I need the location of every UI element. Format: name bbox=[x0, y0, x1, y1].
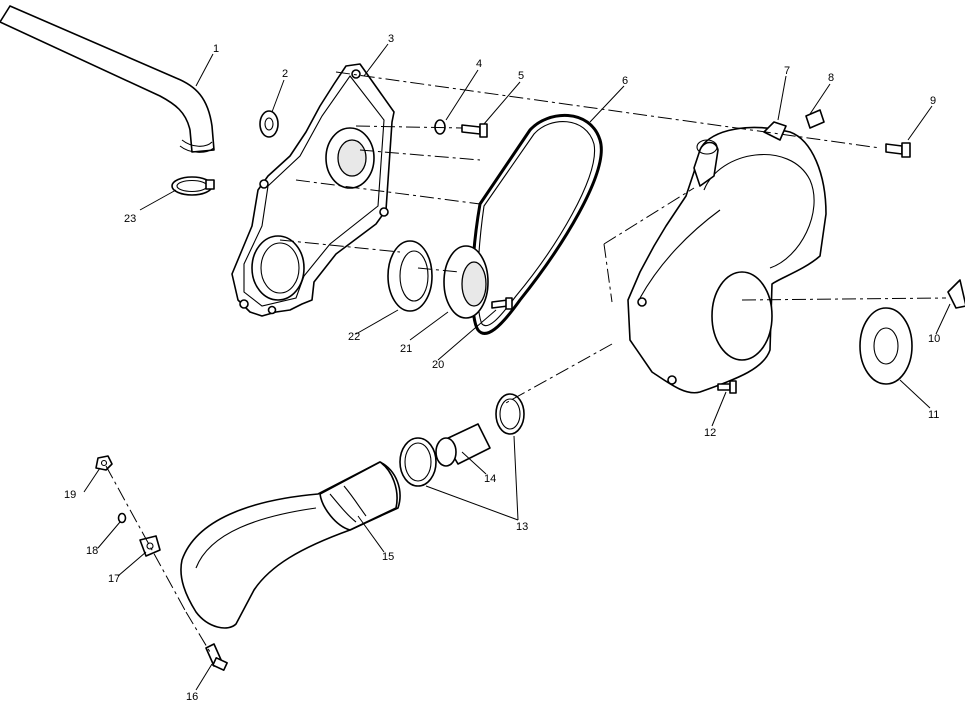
bracket-part bbox=[139, 535, 161, 557]
callout-9: 9 bbox=[930, 95, 936, 107]
callout-14: 14 bbox=[484, 473, 496, 485]
washer-part bbox=[259, 110, 279, 138]
callout-5: 5 bbox=[518, 70, 524, 82]
callout-10: 10 bbox=[928, 333, 940, 345]
coupler-part bbox=[435, 423, 491, 467]
leader-lines bbox=[83, 43, 951, 691]
callout-20: 20 bbox=[432, 359, 444, 371]
clamp-part-a bbox=[495, 393, 525, 435]
callout-23: 23 bbox=[124, 213, 136, 225]
callout-labels: 1 2 3 4 5 6 7 8 9 10 11 12 13 14 15 16 1… bbox=[64, 33, 940, 702]
small-bolt-part bbox=[491, 297, 513, 310]
callout-15: 15 bbox=[382, 551, 394, 563]
bearing-plate-part bbox=[443, 245, 489, 319]
callout-11: 11 bbox=[928, 409, 939, 421]
exhaust-duct-part bbox=[180, 461, 401, 629]
warning-label-part bbox=[805, 109, 825, 129]
callout-2: 2 bbox=[282, 68, 288, 80]
bolt-part bbox=[461, 123, 488, 138]
hose-clamp-part bbox=[171, 176, 215, 196]
callout-8: 8 bbox=[828, 72, 834, 84]
seal-part bbox=[387, 240, 433, 312]
callout-18: 18 bbox=[86, 545, 98, 557]
callout-6: 6 bbox=[622, 75, 628, 87]
callout-17: 17 bbox=[108, 573, 120, 585]
backing-plate-part bbox=[231, 63, 395, 317]
callout-21: 21 bbox=[400, 343, 412, 355]
callout-4: 4 bbox=[476, 58, 482, 70]
callout-16: 16 bbox=[186, 691, 198, 702]
callout-12: 12 bbox=[704, 427, 716, 439]
lower-bolt-part bbox=[205, 643, 228, 671]
drive-belt-part bbox=[470, 113, 603, 335]
clamp-part-b bbox=[399, 437, 437, 487]
callout-1: 1 bbox=[213, 43, 219, 55]
screw-part bbox=[717, 380, 737, 394]
decal-part bbox=[947, 279, 965, 309]
callout-7: 7 bbox=[784, 65, 790, 77]
callout-19: 19 bbox=[64, 489, 76, 501]
tiny-washer-part bbox=[117, 512, 127, 524]
callout-13: 13 bbox=[516, 521, 528, 533]
small-washer-part bbox=[434, 119, 446, 135]
cover-bolt-part bbox=[885, 142, 911, 158]
disc-washer-part bbox=[859, 307, 913, 385]
callout-3: 3 bbox=[388, 33, 394, 45]
assembly-centerlines bbox=[105, 71, 947, 653]
callout-22: 22 bbox=[348, 331, 360, 343]
nut-part bbox=[95, 455, 113, 471]
outer-cover-part bbox=[627, 121, 827, 394]
intake-hose-part bbox=[0, 5, 215, 153]
